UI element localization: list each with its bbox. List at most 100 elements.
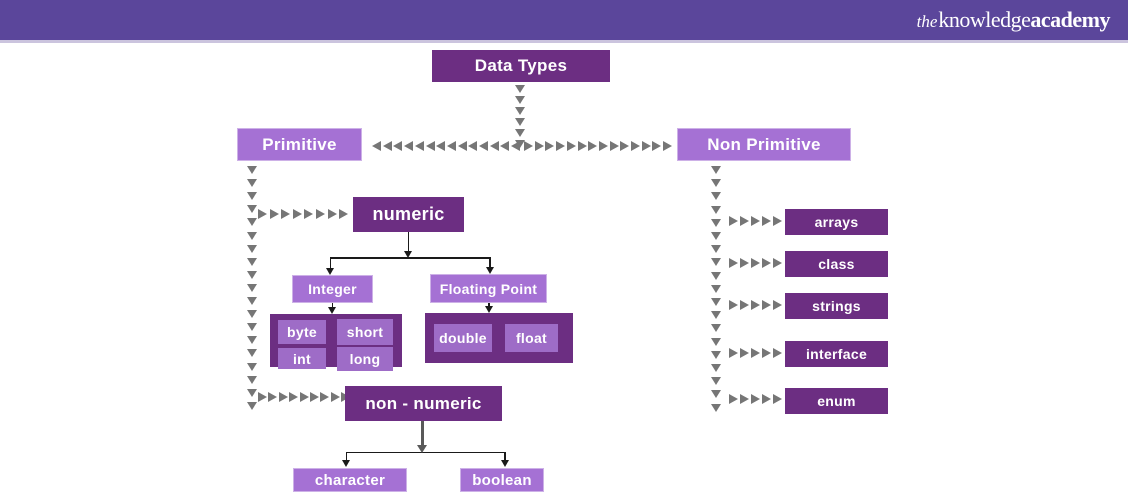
arrowhead-icon (486, 267, 494, 274)
arrowhead-icon (372, 141, 381, 151)
arrowhead-icon (711, 166, 721, 174)
arrowhead-icon (556, 141, 566, 151)
arrowhead-icon (740, 300, 749, 310)
arrowhead-icon (247, 244, 257, 253)
logo-knowledge: knowledge (938, 7, 1031, 32)
arrowhead-icon (762, 258, 771, 268)
arrowhead-icon (328, 307, 336, 314)
arrowhead-icon (729, 348, 738, 358)
arrowhead-icon (751, 300, 760, 310)
arrowhead-icon (247, 388, 257, 397)
arrowhead-icon (425, 141, 435, 151)
node-strings: strings (785, 293, 888, 319)
arrowhead-icon (663, 141, 673, 151)
arrowhead-icon (751, 216, 760, 226)
arrowhead-icon (278, 392, 288, 402)
arrowhead-icon (479, 141, 488, 151)
arrowhead-icon (501, 460, 509, 467)
arrowhead-icon (711, 218, 721, 227)
arrowhead-icon (247, 270, 257, 279)
arrowhead-icon (711, 232, 721, 240)
arrowhead-icon (247, 375, 257, 384)
arrowhead-icon (247, 349, 257, 358)
arrowhead-icon (740, 258, 749, 268)
node-boolean: boolean (460, 468, 544, 492)
arrowhead-icon (641, 141, 651, 151)
arrowhead-icon (620, 141, 630, 151)
node-short: short (337, 319, 393, 345)
node-long: long (337, 347, 393, 371)
node-arrays: arrays (785, 209, 888, 235)
logo-academy: academy (1030, 7, 1110, 32)
arrowhead-icon (247, 297, 257, 305)
arrowhead-icon (711, 245, 721, 254)
connector-line (329, 257, 331, 269)
arrowhead-icon (711, 258, 721, 267)
arrowhead-icon (577, 141, 587, 151)
arrowhead-icon (500, 141, 510, 151)
arrowhead-icon (247, 257, 257, 266)
arrowhead-icon (762, 300, 771, 310)
arrowhead-icon (404, 251, 412, 258)
arrowhead-icon (247, 283, 257, 292)
arrowhead-icon (773, 348, 782, 358)
arrowhead-icon (740, 348, 749, 358)
arrowhead-icon (773, 300, 782, 310)
node-int: int (278, 348, 326, 369)
arrowhead-icon (711, 403, 721, 412)
arrowhead-icon (515, 96, 525, 104)
arrowhead-icon (740, 394, 749, 404)
arrowhead-icon (393, 141, 403, 151)
arrowhead-icon (281, 209, 291, 219)
arrowhead-icon (729, 300, 738, 310)
logo-the: the (916, 12, 938, 31)
arrowhead-icon (711, 271, 721, 280)
arrowhead-icon (485, 306, 493, 313)
node-non-numeric: non - numeric (345, 386, 502, 421)
arrowhead-icon (515, 129, 525, 137)
connector-line (345, 451, 347, 461)
arrowhead-icon (751, 258, 760, 268)
node-enum: enum (785, 388, 888, 414)
node-numeric: numeric (353, 197, 464, 232)
arrowhead-icon (330, 392, 340, 402)
node-float: float (505, 324, 558, 352)
arrowhead-icon (327, 209, 337, 219)
arrowhead-icon (566, 141, 576, 151)
arrowhead-icon (269, 209, 279, 219)
arrowhead-icon (247, 310, 257, 319)
arrowhead-icon (258, 209, 267, 219)
arrowhead-icon (247, 362, 257, 371)
arrowhead-icon (711, 364, 721, 372)
node-interface: interface (785, 341, 888, 367)
arrowhead-icon (247, 401, 257, 410)
arrowhead-icon (320, 392, 330, 402)
arrowhead-icon (711, 311, 721, 320)
arrowhead-icon (247, 231, 257, 240)
arrowhead-icon (762, 216, 771, 226)
arrowhead-icon (524, 141, 533, 151)
arrowhead-icon (711, 192, 721, 201)
arrowhead-icon (247, 179, 257, 188)
group-integer-types: byte short int long (270, 314, 402, 371)
arrowhead-icon (609, 141, 619, 151)
arrowhead-icon (711, 284, 721, 293)
arrowhead-icon (762, 348, 771, 358)
arrowhead-icon (545, 141, 555, 151)
arrowhead-icon (652, 141, 662, 151)
arrowhead-icon (751, 394, 760, 404)
arrowhead-icon (292, 209, 302, 219)
arrowhead-icon (446, 141, 456, 151)
node-non-primitive: Non Primitive (677, 128, 851, 161)
arrowhead-icon (247, 218, 257, 227)
node-integer: Integer (292, 275, 373, 303)
arrowhead-icon (711, 377, 721, 386)
connector-line (489, 257, 491, 268)
arrowhead-icon (489, 141, 499, 151)
arrowhead-icon (711, 350, 721, 359)
arrowhead-icon (740, 216, 749, 226)
connector-line (488, 303, 490, 307)
